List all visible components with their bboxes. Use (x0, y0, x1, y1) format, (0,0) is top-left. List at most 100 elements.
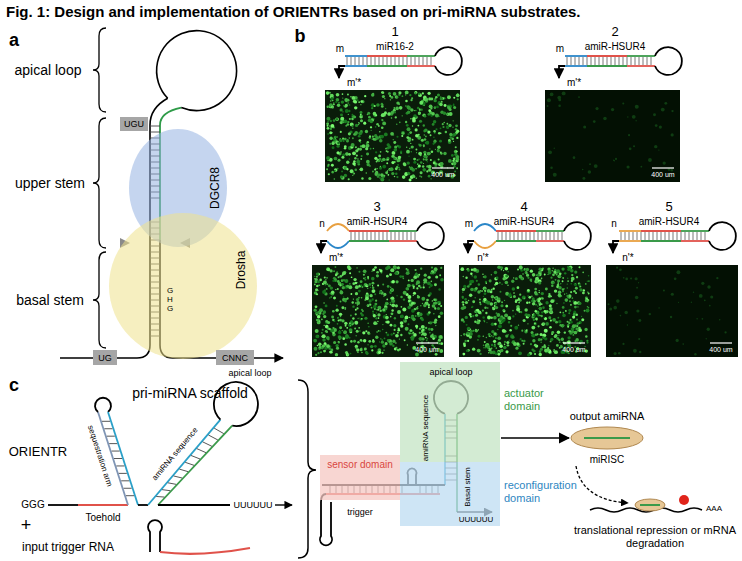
cell-signal (438, 158, 440, 160)
cell-signal (393, 141, 396, 144)
cell-signal (435, 149, 436, 150)
cell-signal (415, 315, 417, 317)
cell-signal (437, 93, 440, 96)
cell-signal (448, 139, 451, 142)
cell-signal (489, 279, 492, 282)
bracket (298, 380, 316, 558)
cell-signal (337, 168, 339, 170)
base-pair (427, 57, 428, 65)
cell-signal (547, 105, 549, 107)
cell-signal (419, 108, 421, 110)
cell-signal (528, 296, 531, 299)
cell-signal (419, 332, 421, 334)
cell-signal (372, 171, 374, 173)
cell-signal (595, 107, 598, 110)
cell-signal (390, 333, 392, 335)
cell-signal (326, 336, 330, 340)
cell-signal (428, 294, 431, 297)
cell-signal (407, 127, 411, 131)
cell-signal (430, 178, 431, 179)
cell-signal (416, 307, 419, 310)
cell-signal (410, 143, 411, 144)
cell-signal (347, 102, 349, 104)
cell-signal (479, 299, 481, 301)
base-pair (431, 57, 432, 65)
cell-signal (371, 298, 373, 300)
cell-signal (352, 305, 354, 307)
cell-signal (379, 177, 380, 178)
cell-signal (431, 266, 433, 268)
cell-signal (486, 283, 487, 284)
cell-signal (368, 333, 370, 335)
cell-signal (314, 278, 315, 279)
rna-strand (559, 66, 565, 78)
cell-signal (351, 118, 353, 120)
cell-signal (398, 328, 400, 330)
cell-signal (575, 328, 578, 331)
base-pair (367, 232, 368, 240)
cell-signal (404, 339, 406, 341)
trigger-hairpin (148, 520, 162, 552)
cell-signal (507, 316, 511, 320)
cell-signal (465, 301, 468, 304)
cell-signal (330, 94, 333, 97)
cell-signal (552, 268, 553, 269)
cell-signal (499, 344, 503, 348)
cell-signal (422, 92, 424, 94)
cell-signal (432, 300, 433, 301)
brace (93, 252, 106, 348)
rna-strand (389, 240, 417, 242)
cell-signal (355, 282, 358, 285)
cell-signal (338, 159, 341, 162)
cell-signal (435, 325, 436, 326)
cell-signal (471, 306, 473, 308)
cell-signal (527, 353, 530, 356)
cell-signal (568, 267, 571, 270)
cell-signal (402, 175, 406, 179)
base-pair (567, 57, 568, 65)
cell-signal (415, 269, 417, 271)
cell-signal (343, 154, 345, 156)
cell-signal (372, 339, 374, 341)
cell-signal (395, 271, 399, 275)
base-pair (359, 232, 360, 240)
cell-signal (406, 136, 409, 139)
cell-signal (428, 113, 431, 116)
base-pair (395, 57, 396, 65)
cell-signal (375, 315, 377, 317)
cell-signal (629, 147, 632, 150)
cell-signal (430, 134, 432, 136)
cell-signal (562, 91, 566, 95)
cell-signal (372, 285, 373, 286)
cell-signal (588, 170, 591, 173)
cell-signal (541, 322, 544, 325)
cell-signal (498, 324, 502, 328)
cell-signal (326, 156, 330, 160)
cell-signal (409, 94, 411, 96)
cell-signal (491, 322, 495, 326)
base-pair (387, 232, 388, 240)
cell-signal (541, 292, 544, 295)
cell-signal (544, 317, 547, 320)
cell-signal (416, 327, 417, 328)
image-ground (459, 265, 591, 357)
cell-signal (441, 101, 443, 103)
cell-signal (367, 288, 368, 289)
base-pair (351, 57, 352, 65)
cell-signal (551, 331, 554, 334)
cell-signal (403, 298, 405, 300)
cell-signal (381, 91, 383, 93)
cell-signal (567, 295, 569, 297)
cell-signal (432, 304, 436, 308)
cell-signal (315, 335, 319, 339)
cell-signal (367, 112, 370, 115)
cell-signal (573, 301, 577, 305)
cell-signal (365, 277, 367, 279)
cell-signal (461, 335, 462, 336)
cell-signal (421, 318, 424, 321)
cell-signal (385, 332, 387, 334)
rna-strand (367, 55, 407, 57)
cell-signal (327, 268, 330, 271)
brace (93, 28, 106, 112)
cell-signal (350, 340, 353, 343)
